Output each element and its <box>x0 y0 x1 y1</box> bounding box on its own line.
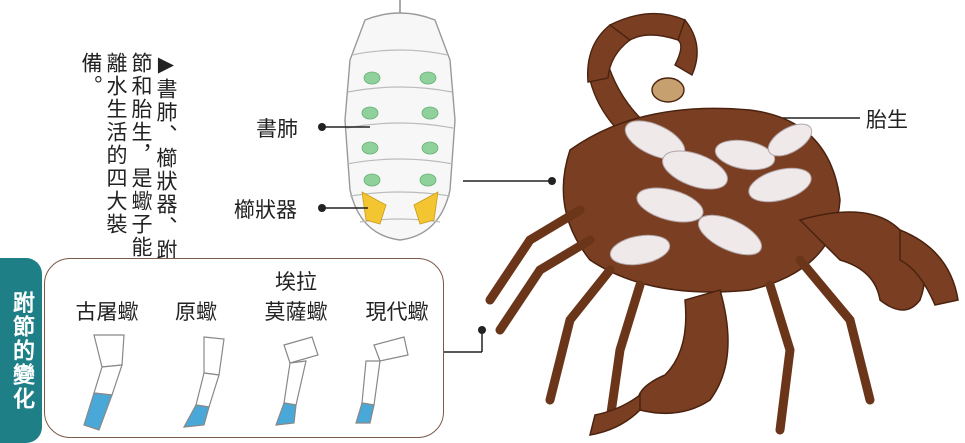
limb-drawings <box>44 325 442 435</box>
species-label-1: 古屠蠍 <box>64 296 150 326</box>
limb-2 <box>184 337 224 427</box>
species-label-2: 原蠍 <box>160 296 232 326</box>
tarsus-panel-title: 跗節的變化 <box>0 258 42 443</box>
species-label-3-line1: 埃拉 <box>250 266 342 296</box>
limb-1 <box>84 335 124 430</box>
species-label-4: 現代蠍 <box>354 296 440 326</box>
limb-4 <box>356 337 408 423</box>
scorpion-illustration <box>480 0 960 443</box>
book-lung-label: 書肺 <box>256 113 298 143</box>
comb-organ-label: 櫛狀器 <box>234 194 297 224</box>
species-label-3: 莫薩蠍 <box>250 296 342 326</box>
limb-3 <box>276 337 318 425</box>
